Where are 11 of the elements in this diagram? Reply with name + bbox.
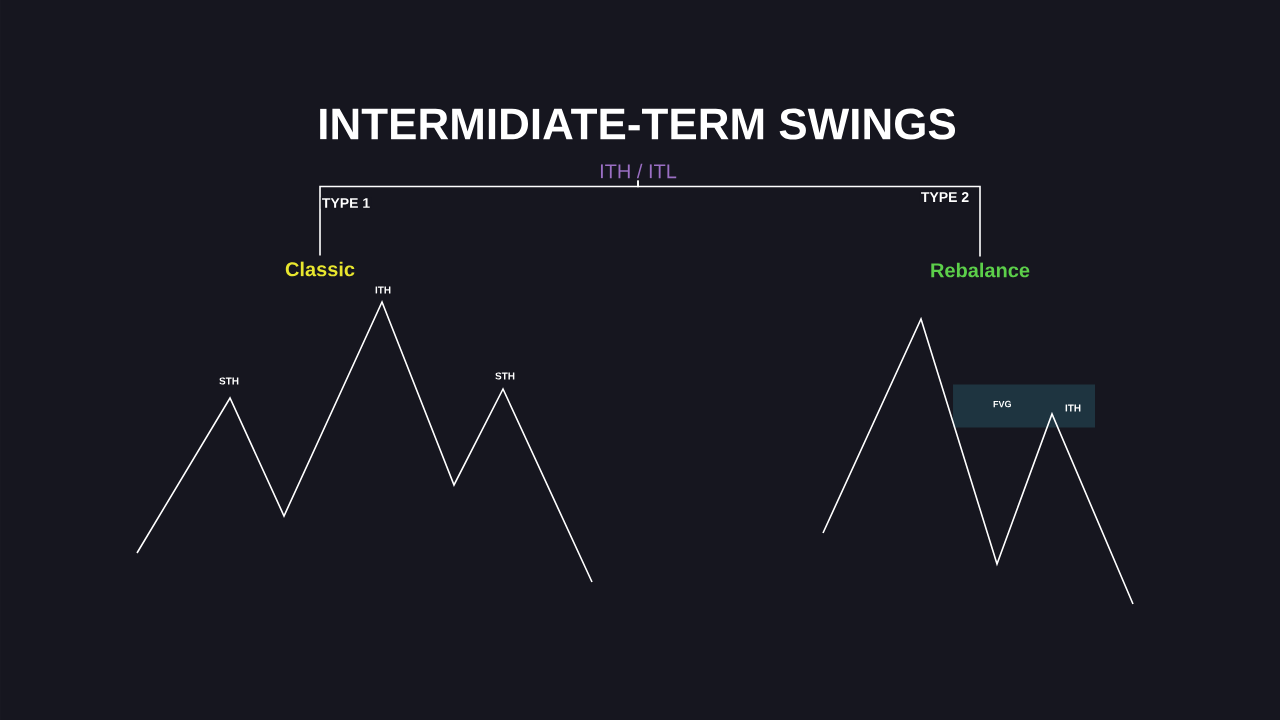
edge-label: TYPE 1 <box>322 198 370 208</box>
swing-label: STH <box>495 372 515 380</box>
category-label: Rebalance <box>931 262 1030 278</box>
swing-label: STH <box>219 377 239 385</box>
bracket-line <box>637 179 981 258</box>
swing-label: ITH <box>375 286 391 294</box>
edge-label: TYPE 2 <box>921 192 969 202</box>
title: INTERMIDIATE-TERM SWINGS <box>320 108 956 140</box>
category-label: Classic <box>285 261 355 277</box>
category-label: ITH / ITL <box>600 163 677 179</box>
swing-label: ITH <box>1065 404 1081 412</box>
